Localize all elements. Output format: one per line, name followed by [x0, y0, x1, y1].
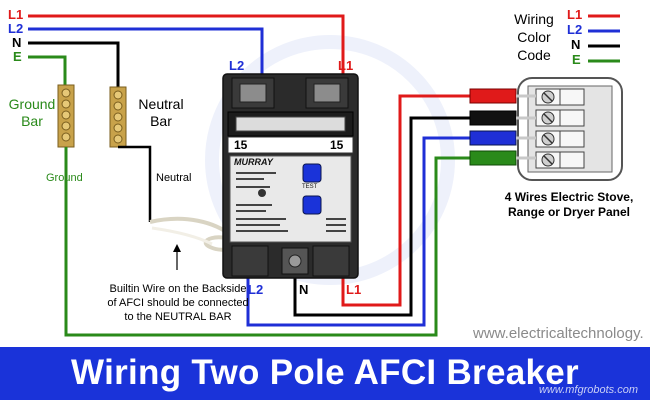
color-code-e: E — [572, 52, 581, 67]
note-arrow-head — [173, 244, 181, 252]
title-banner: Wiring Two Pole AFCI Breaker www.mfgrobo… — [0, 347, 650, 400]
color-code-title-line1: Wiring — [514, 11, 554, 27]
color-code-l1: L1 — [567, 7, 583, 22]
breaker-bottom-l1-label: L1 — [346, 282, 362, 297]
supply-label-e: E — [13, 49, 22, 64]
color-code-title-line3: Code — [517, 47, 551, 63]
breaker-test-label: TEST — [302, 184, 318, 190]
color-code-l2: L2 — [567, 22, 583, 37]
note-line2: of AFCI should be connected — [107, 297, 249, 309]
neutral-wire-label: Neutral — [156, 172, 192, 184]
panel-label: 4 Wires Electric Stove, Range or Dryer P… — [488, 190, 650, 220]
breaker-rating-left: 15 — [234, 138, 248, 152]
l2-load-wire — [246, 136, 470, 327]
breaker-rating-right: 15 — [330, 138, 344, 152]
color-code-swatches — [588, 14, 620, 63]
neutral-bar-label-line2: Bar — [150, 113, 172, 129]
website-label: www.electricaltechnology. — [473, 325, 644, 342]
neutral-bar-label-line1: Neutral — [138, 96, 184, 112]
breaker-bottom-l2-label: L2 — [248, 282, 264, 297]
stove-panel-terminal-block — [469, 77, 623, 181]
neutral-load-wire — [293, 116, 470, 317]
page-title: Wiring Two Pole AFCI Breaker — [71, 353, 579, 392]
neutral-pigtail-wire — [118, 145, 152, 222]
afci-breaker — [222, 73, 359, 279]
ground-wire-label: Ground — [46, 172, 83, 184]
supply-label-n: N — [12, 35, 22, 50]
builtin-wire-note: Builtin Wire on the Backside of AFCI sho… — [88, 282, 268, 324]
breaker-top-l1-label: L1 — [338, 58, 354, 73]
breaker-brand: MURRAY — [234, 157, 273, 167]
note-line3: to the NEUTRAL BAR — [124, 311, 232, 323]
watermark: www.mfgrobots.com — [538, 384, 638, 396]
panel-label-line1: 4 Wires Electric Stove, — [504, 190, 634, 204]
color-code-title: Wiring Color Code — [508, 10, 560, 64]
l1-supply-wire — [28, 14, 345, 80]
ground-bar-label: Ground Bar — [8, 96, 56, 130]
supply-label-l1: L1 — [8, 7, 24, 22]
color-code-title-line2: Color — [517, 29, 551, 45]
note-line1: Builtin Wire on the Backside — [109, 283, 247, 295]
supply-label-l2: L2 — [8, 21, 24, 36]
breaker-bottom-n-label: N — [299, 282, 309, 297]
l1-load-wire — [341, 94, 470, 307]
panel-label-line2: Range or Dryer Panel — [507, 205, 631, 219]
color-code-n: N — [571, 37, 581, 52]
neutral-bar — [109, 86, 127, 148]
ground-load-wire — [64, 147, 470, 337]
ground-bar — [57, 84, 75, 148]
ground-bar-label-line2: Bar — [21, 113, 43, 129]
neutral-supply-wire — [28, 41, 120, 88]
breaker-top-l2-label: L2 — [229, 58, 245, 73]
neutral-bar-label: Neutral Bar — [134, 96, 188, 130]
l2-supply-wire — [28, 27, 264, 80]
ground-bar-label-line1: Ground — [8, 96, 56, 112]
ground-supply-wire — [28, 55, 67, 85]
